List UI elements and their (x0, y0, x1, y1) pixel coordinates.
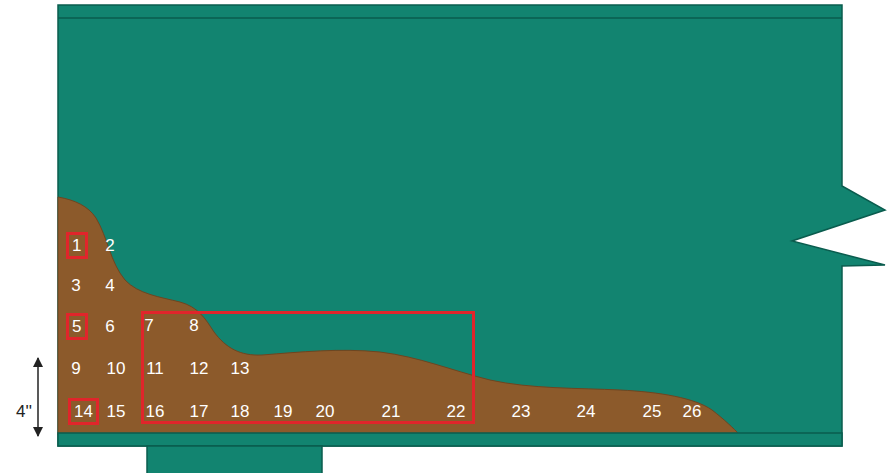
top-line (58, 17, 842, 19)
callout-number: 20 (316, 403, 335, 420)
region-box: 7 8 11 12 13 16 17 18 19 20 21 22 (141, 311, 475, 424)
callout-number: 26 (683, 403, 702, 420)
callout-number: 5 (69, 316, 84, 337)
callout-number: 3 (71, 277, 80, 294)
callout-number: 18 (231, 403, 250, 420)
callout-number: 4 (105, 277, 114, 294)
callout-number: 1 (69, 235, 84, 256)
callout-number: 22 (447, 403, 466, 420)
callout-number: 10 (107, 360, 126, 377)
highlight-box: 14 (68, 398, 99, 425)
callout-number: 24 (577, 403, 596, 420)
callout-number: 2 (105, 237, 114, 254)
callout-number: 13 (231, 360, 250, 377)
callout-number: 12 (190, 360, 209, 377)
deposit (58, 197, 740, 435)
callout-number: 9 (71, 360, 80, 377)
callout-number: 25 (643, 403, 662, 420)
callout-number: 16 (146, 403, 165, 420)
callout-number: 14 (71, 401, 96, 422)
highlight-box: 1 (66, 232, 88, 259)
housing (58, 5, 885, 446)
callout-number: 23 (512, 403, 531, 420)
bottom-bar (58, 433, 842, 446)
support-tab (147, 446, 322, 473)
callout-number: 15 (107, 403, 126, 420)
callout-number: 7 (144, 317, 153, 334)
callout-number: 6 (105, 318, 114, 335)
callout-number: 17 (190, 403, 209, 420)
callout-number: 21 (382, 403, 401, 420)
dimension-arrow (37, 358, 39, 436)
callout-number: 19 (274, 403, 293, 420)
callout-number: 11 (146, 360, 164, 377)
dimension-label: 4'' (16, 403, 32, 420)
highlight-box: 5 (66, 313, 88, 340)
callout-number: 8 (189, 317, 198, 334)
